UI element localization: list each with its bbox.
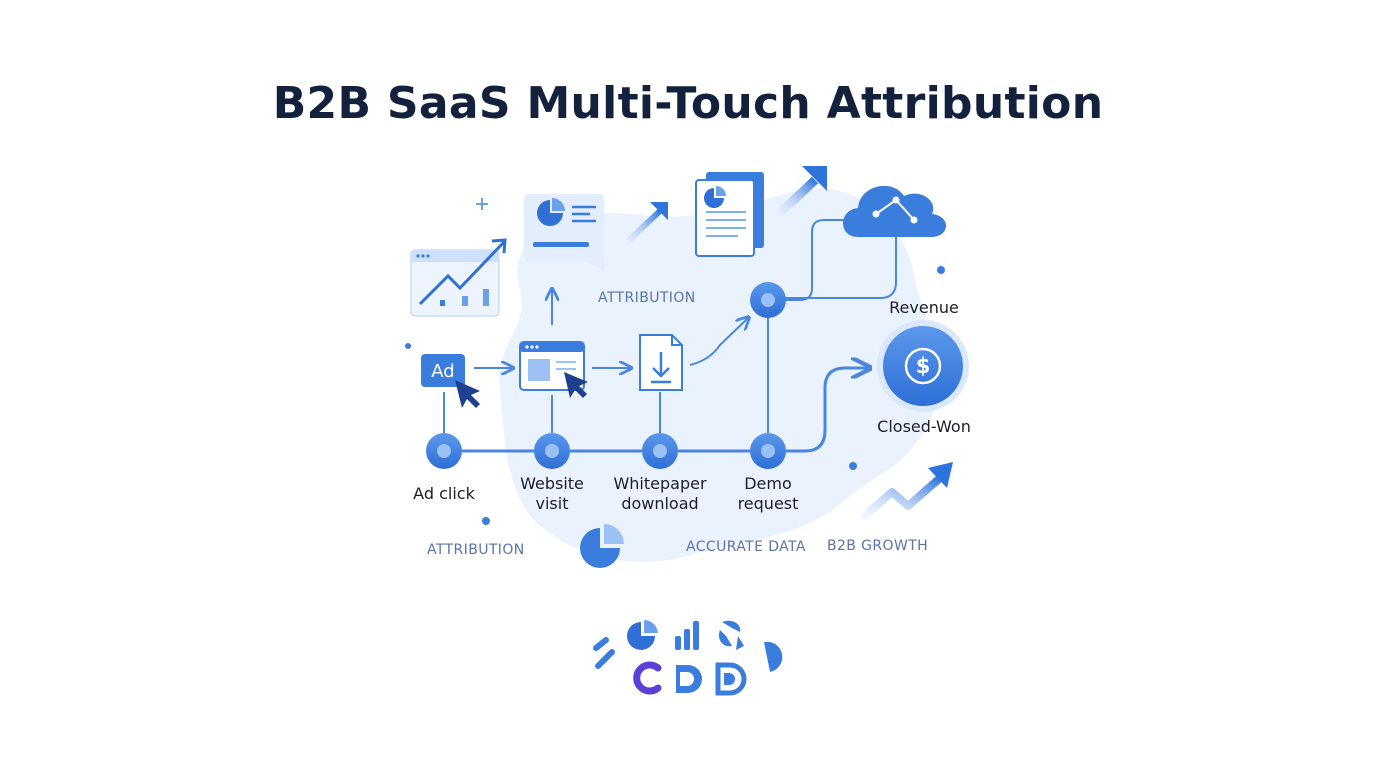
half-circle-logo-icon	[764, 641, 783, 672]
cloud-analytics-icon	[843, 185, 947, 238]
pie-chart-icon	[580, 524, 624, 568]
pie-report-card-icon	[524, 194, 604, 270]
background-blob	[499, 188, 942, 562]
leaf-logo-icon	[718, 620, 744, 650]
stage-label-line: Whitepaper	[613, 474, 707, 493]
tag-b2b-growth: B2B GROWTH	[827, 538, 929, 554]
stage-node-website-visit	[534, 433, 570, 469]
analytics-dashboard-icon	[410, 238, 507, 317]
stage-label-line: Website	[520, 474, 584, 493]
trend-arrow-icon	[623, 202, 668, 246]
plus-icon	[476, 198, 488, 210]
tag-attribution-bottom: ATTRIBUTION	[427, 542, 525, 558]
slash-logo-icon	[593, 637, 609, 651]
logo-cluster	[593, 620, 783, 696]
stage-label-demo-request: Demo request	[718, 474, 818, 514]
stage-node-demo-request	[750, 433, 786, 469]
ad-badge-label: Ad	[431, 360, 455, 382]
revenue-label: Revenue	[889, 298, 959, 317]
stage-label-ad-click: Ad click	[394, 484, 494, 504]
whitepaper-document-icon	[695, 172, 764, 257]
stage-label-website-visit: Website visit	[502, 474, 602, 514]
stage-node-ad-click	[426, 433, 462, 469]
closed-won-label: Closed-Won	[877, 417, 971, 436]
c-logo-icon	[633, 661, 662, 695]
bar-logo-icon	[675, 636, 681, 650]
stage-label-line: Ad click	[413, 484, 475, 503]
stage-label-line: visit	[535, 494, 569, 513]
trend-arrow-icon	[776, 166, 827, 217]
tag-attribution-top: ATTRIBUTION	[598, 290, 696, 306]
tag-accurate-data: ACCURATE DATA	[686, 539, 806, 555]
browser-window-icon	[519, 341, 588, 398]
pie-logo-icon	[627, 622, 655, 650]
dollar-coin-icon: $	[877, 320, 969, 412]
stage-label-line: request	[737, 494, 799, 513]
svg-text:$: $	[916, 354, 931, 378]
cursor-icon	[455, 380, 480, 408]
upper-path-node	[750, 282, 786, 318]
ad-badge	[421, 354, 465, 387]
main-timeline	[444, 368, 868, 453]
stage-label-line: download	[621, 494, 699, 513]
page-title: B2B SaaS Multi-Touch Attribution	[272, 78, 1104, 129]
d-outline-logo-icon	[715, 662, 747, 696]
stage-label-line: Demo	[744, 474, 792, 493]
stage-node-whitepaper-download	[642, 433, 678, 469]
download-document-icon	[639, 334, 683, 391]
growth-arrow-icon	[859, 462, 953, 522]
stage-label-whitepaper-download: Whitepaper download	[600, 474, 720, 514]
